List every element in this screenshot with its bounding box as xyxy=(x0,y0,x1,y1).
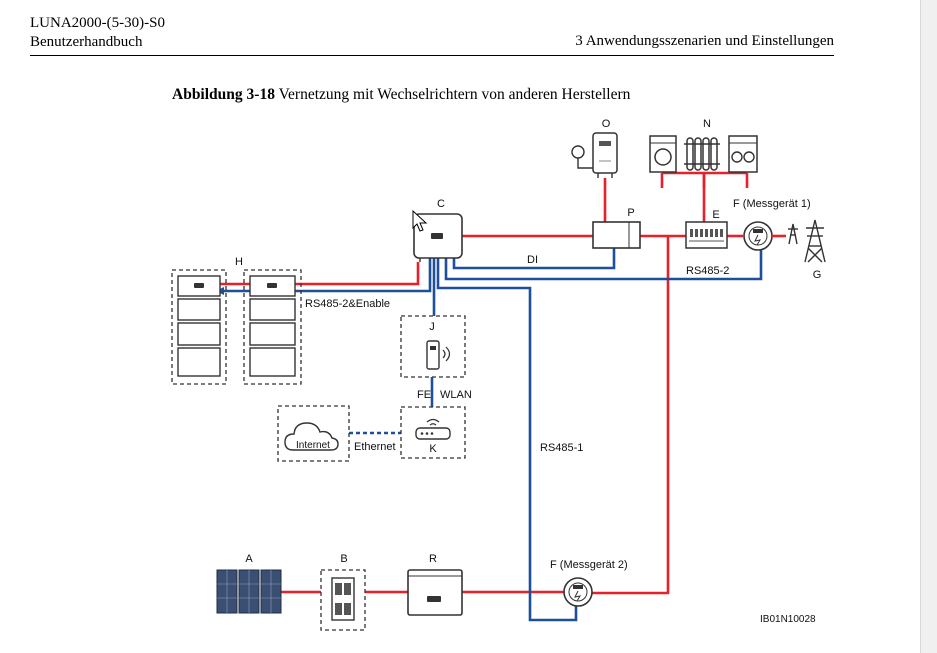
router-wifi-icon xyxy=(426,418,440,423)
document-type: Benutzerhandbuch xyxy=(30,34,143,50)
link-label-ethernet: Ethernet xyxy=(354,441,396,453)
label-j: J xyxy=(429,321,435,333)
link-label-di: DI xyxy=(527,254,538,266)
distribution-box-e xyxy=(685,221,728,249)
figure-caption: Abbildung 3-18 Vernetzung mit Wechselric… xyxy=(172,86,630,104)
product-name: LUNA2000-(5-30)-S0 xyxy=(30,15,165,31)
meter-f1 xyxy=(743,221,773,251)
link-label-wlan: WLAN xyxy=(440,389,472,401)
label-b: B xyxy=(340,553,347,565)
label-g: G xyxy=(813,269,822,281)
link-label-rs485-2: RS485-2 xyxy=(686,265,729,277)
grid-tower-g xyxy=(788,219,826,263)
label-n: N xyxy=(703,118,711,130)
figure-title: Vernetzung mit Wechselrichtern von ander… xyxy=(278,86,631,103)
mouse-cursor-icon xyxy=(412,209,428,232)
link-label-rs485-1: RS485-1 xyxy=(540,442,583,454)
label-f1: F (Messgerät 1) xyxy=(733,198,811,210)
label-a: A xyxy=(245,553,253,565)
link-label-fe: FE xyxy=(417,389,431,401)
pv-panels-a xyxy=(216,569,282,614)
meter-f2 xyxy=(563,577,593,607)
label-f2: F (Messgerät 2) xyxy=(550,559,628,571)
viewer-scrollbar[interactable] xyxy=(920,0,937,653)
water-heater-o xyxy=(571,132,618,178)
appliances-n xyxy=(649,135,758,173)
diagram-labels: O N C P E F (Messgerät 1) G H J K A B R … xyxy=(235,118,821,625)
label-o: O xyxy=(602,118,611,130)
radiator-icon xyxy=(684,137,720,171)
page-header-left: LUNA2000-(5-30)-S0 Benutzerhandbuch xyxy=(30,14,165,52)
router-k xyxy=(400,406,466,459)
figure-number: Abbildung 3-18 xyxy=(172,86,275,103)
battery-h xyxy=(171,269,302,385)
label-k: K xyxy=(429,443,437,455)
label-e: E xyxy=(712,209,719,221)
chapter-title: 3 Anwendungsszenarien und Einstellungen xyxy=(575,33,834,49)
internet-label: Internet xyxy=(296,440,330,451)
internet-cloud xyxy=(277,405,350,462)
wifi-icon xyxy=(442,349,446,359)
label-p: P xyxy=(627,207,634,219)
signal-lines xyxy=(220,248,763,622)
dongle-j xyxy=(400,315,466,378)
label-r: R xyxy=(429,553,437,565)
label-h: H xyxy=(235,256,243,268)
figure-id: IB01N10028 xyxy=(760,614,816,625)
header-divider xyxy=(30,55,834,56)
device-p xyxy=(592,221,641,249)
label-c: C xyxy=(437,198,445,210)
switch-b xyxy=(320,569,366,631)
power-lines xyxy=(220,171,749,595)
inverter-r xyxy=(407,569,463,616)
link-label-rs485-2-enable: RS485-2&Enable xyxy=(305,298,390,310)
inverter-c xyxy=(413,213,463,262)
